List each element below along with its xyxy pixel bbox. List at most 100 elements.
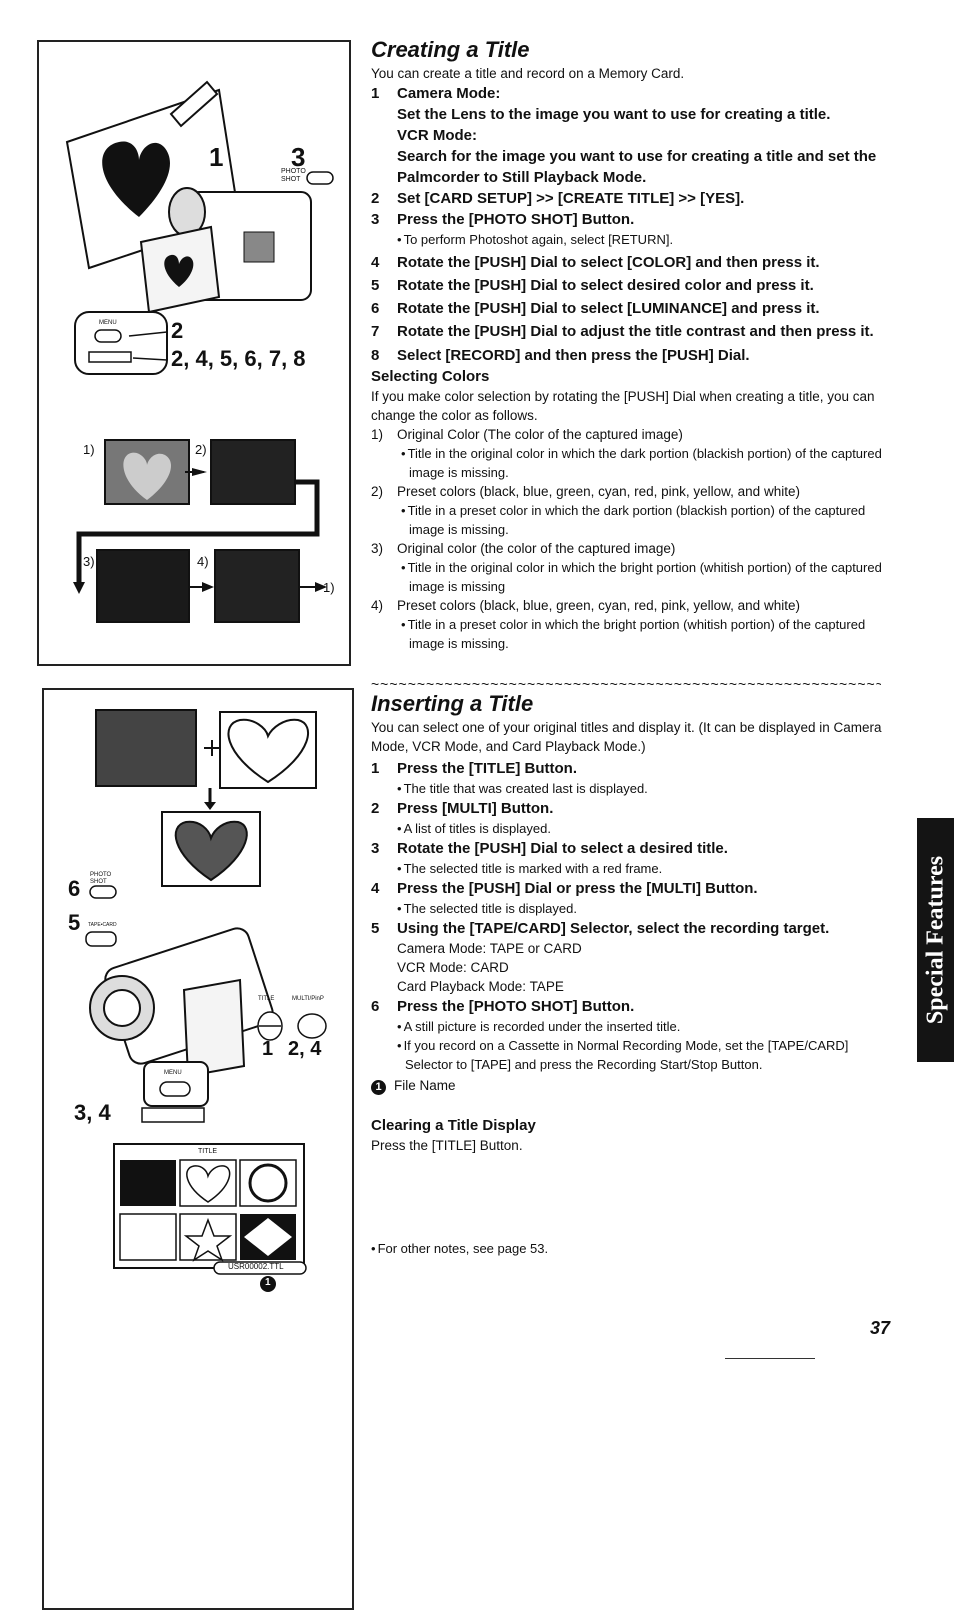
step5-camera-mode: Camera Mode: TAPE or CARD (397, 941, 582, 956)
item-number: 1) (371, 427, 384, 442)
color-item-3-note: Title in the original color in which the… (408, 558, 896, 596)
photo-shot-button-icon (89, 885, 117, 899)
label-tape-card: TAPE•CARD (88, 922, 117, 928)
step-text: Press the [PUSH] Dial or press the [MULT… (397, 880, 758, 897)
label-seq2: 2) (195, 442, 207, 457)
clearing-heading: Clearing a Title Display (371, 1117, 536, 1134)
marker-icon (169, 80, 219, 128)
step-number: 2 (371, 190, 380, 207)
inserting-step-6: 6 Press the [PHOTO SHOT] Button. (371, 996, 896, 1017)
push-dial-icon (141, 1107, 205, 1123)
label-step2: 2 (171, 318, 184, 343)
inserting-step-2-note: A list of titles is displayed. (397, 819, 896, 838)
color-item-2-note: Title in a preset color in which the dar… (408, 501, 896, 539)
item-text: Original color (the color of the capture… (397, 541, 676, 556)
step1-camera-instruction: Set the Lens to the image you want to us… (397, 106, 831, 123)
step-text: Press [MULTI] Button. (397, 800, 554, 817)
illustration-inserting-title: 6 PHOTO SHOT 5 TAPE•CARD TITLE MULTI/Pin… (42, 688, 354, 1610)
color-item-4: 4) Preset colors (black, blue, green, cy… (371, 596, 896, 615)
label-step6: 6 (68, 876, 81, 901)
menu-callout (74, 311, 168, 375)
step-text: Set [CARD SETUP] >> [CREATE TITLE] >> [Y… (397, 190, 745, 207)
creating-step-4: 4 Rotate the [PUSH] Dial to select [COLO… (371, 252, 896, 273)
footnote: For other notes, see page 53. (371, 1241, 549, 1256)
clearing-text: Press the [TITLE] Button. (371, 1138, 523, 1153)
step-number: 6 (371, 998, 380, 1015)
creating-title-heading: Creating a Title (371, 37, 530, 62)
camcorder-inserting-illustration (85, 709, 327, 1292)
inserting-step-4: 4 Press the [PUSH] Dial or press the [MU… (371, 878, 896, 899)
inserting-title-section: Inserting a Title You can select one of … (371, 690, 896, 1155)
step-number: 6 (371, 300, 380, 317)
creating-intro: You can create a title and record on a M… (371, 66, 685, 81)
label-step1: 1 (262, 1038, 274, 1060)
color-item-1: 1) Original Color (The color of the capt… (371, 425, 896, 444)
inserting-title-heading: Inserting a Title (371, 691, 534, 716)
creating-title-section: Creating a Title You can create a title … (371, 36, 896, 653)
label-steps34: 3, 4 (74, 1100, 111, 1125)
step-number: 5 (371, 277, 380, 294)
file-name-box (213, 1261, 307, 1275)
thumb-4 (214, 549, 300, 623)
inserting-step-4-note: The selected title is displayed. (397, 899, 896, 918)
label-file-name: USR00002.TTL (228, 1262, 284, 1271)
label-seq-return: 1) (323, 580, 335, 595)
label-step3: 3 (291, 142, 306, 172)
step-text: Select [RECORD] and then press the [PUSH… (397, 347, 750, 364)
label-photo-shot: PHOTO SHOT (281, 168, 306, 183)
thumb-3 (96, 549, 190, 623)
color-item-1-note: Title in the original color in which the… (408, 444, 896, 482)
selecting-colors-intro: If you make color selection by rotating … (371, 389, 875, 423)
step-number: 3 (371, 840, 380, 857)
star-icon (183, 1217, 233, 1262)
camcorder-creating-illustration (65, 80, 334, 623)
step-number: 3 (371, 211, 380, 228)
grille (243, 231, 275, 263)
step-text: Rotate the [PUSH] Dial to select [COLOR]… (397, 254, 820, 271)
inserting-step-2: 2 Press [MULTI] Button. (371, 798, 896, 819)
thumb-2 (210, 439, 296, 505)
step-text: Rotate the [PUSH] Dial to adjust the tit… (397, 323, 874, 340)
color-item-3: 3) Original color (the color of the capt… (371, 539, 896, 558)
menu-button-icon (94, 329, 122, 343)
item-text: Original Color (The color of the capture… (397, 427, 683, 442)
item-number: 2) (371, 484, 384, 499)
step6-note-2: If you record on a Cassette in Normal Re… (397, 1036, 896, 1074)
step6-note-1: A still picture is recorded under the in… (397, 1017, 896, 1036)
label-seq4: 4) (197, 554, 209, 569)
inserting-step-1-note: The title that was created last is displ… (397, 779, 896, 798)
item-number: 3) (371, 541, 384, 556)
step1-vcr-instruction: Search for the image you want to use for… (397, 148, 877, 186)
item-number: 4) (371, 598, 384, 613)
captured-image (95, 709, 197, 787)
label-seq1: 1) (83, 442, 95, 457)
label-steps-multi: 2, 4, 5, 6, 7, 8 (171, 346, 306, 371)
heart-shape-icon (102, 141, 170, 217)
push-dial-icon (88, 351, 132, 363)
step-number: 8 (371, 347, 380, 364)
multi-button-icon (297, 1013, 327, 1039)
label-title: TITLE (258, 996, 275, 1002)
illustration-creating-title: 1 3 PHOTO SHOT MENU 2 2, 4, 5, 6, 7, 8 1… (37, 40, 351, 666)
section-tab-label: Special Features (922, 855, 948, 1025)
label-multi: MULTI/PinP (292, 996, 324, 1002)
step-number: 1 (371, 760, 380, 777)
creating-step-3: 3 Press the [PHOTO SHOT] Button. (371, 209, 896, 230)
file-name-label: File Name (394, 1078, 456, 1093)
color-item-4-note: Title in a preset color in which the bri… (408, 615, 896, 653)
step-text: Using the [TAPE/CARD] Selector, select t… (397, 920, 830, 937)
step-text: Camera Mode: (397, 85, 501, 102)
step-number: 2 (371, 800, 380, 817)
tape-card-selector-icon (85, 931, 117, 947)
color-item-2: 2) Preset colors (black, blue, green, cy… (371, 482, 896, 501)
thumb-heart-icon (123, 452, 171, 500)
footer-rule (725, 1358, 815, 1359)
step1-vcr-mode: VCR Mode: (397, 127, 477, 144)
step-number: 7 (371, 323, 380, 340)
lcd-heart-icon (164, 254, 194, 287)
section-tab: Special Features (917, 818, 954, 1062)
step-text: Press the [PHOTO SHOT] Button. (397, 211, 635, 228)
creating-step-8: 8 Select [RECORD] and then press the [PU… (371, 345, 896, 366)
step-number: 4 (371, 254, 380, 271)
